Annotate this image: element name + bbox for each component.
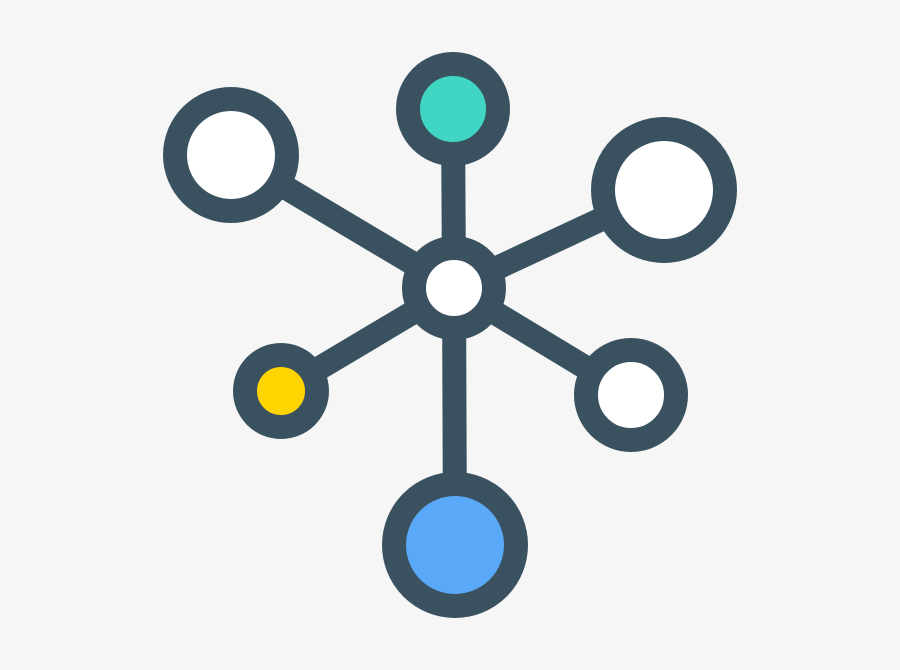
node-upper-right bbox=[591, 117, 737, 263]
node-lower-left bbox=[233, 343, 329, 439]
node-top bbox=[396, 52, 510, 166]
node-upper-left bbox=[163, 87, 299, 223]
node-lower-right bbox=[574, 338, 688, 452]
network-nodes bbox=[163, 52, 737, 618]
node-hub bbox=[402, 236, 506, 340]
node-bottom bbox=[382, 472, 528, 618]
